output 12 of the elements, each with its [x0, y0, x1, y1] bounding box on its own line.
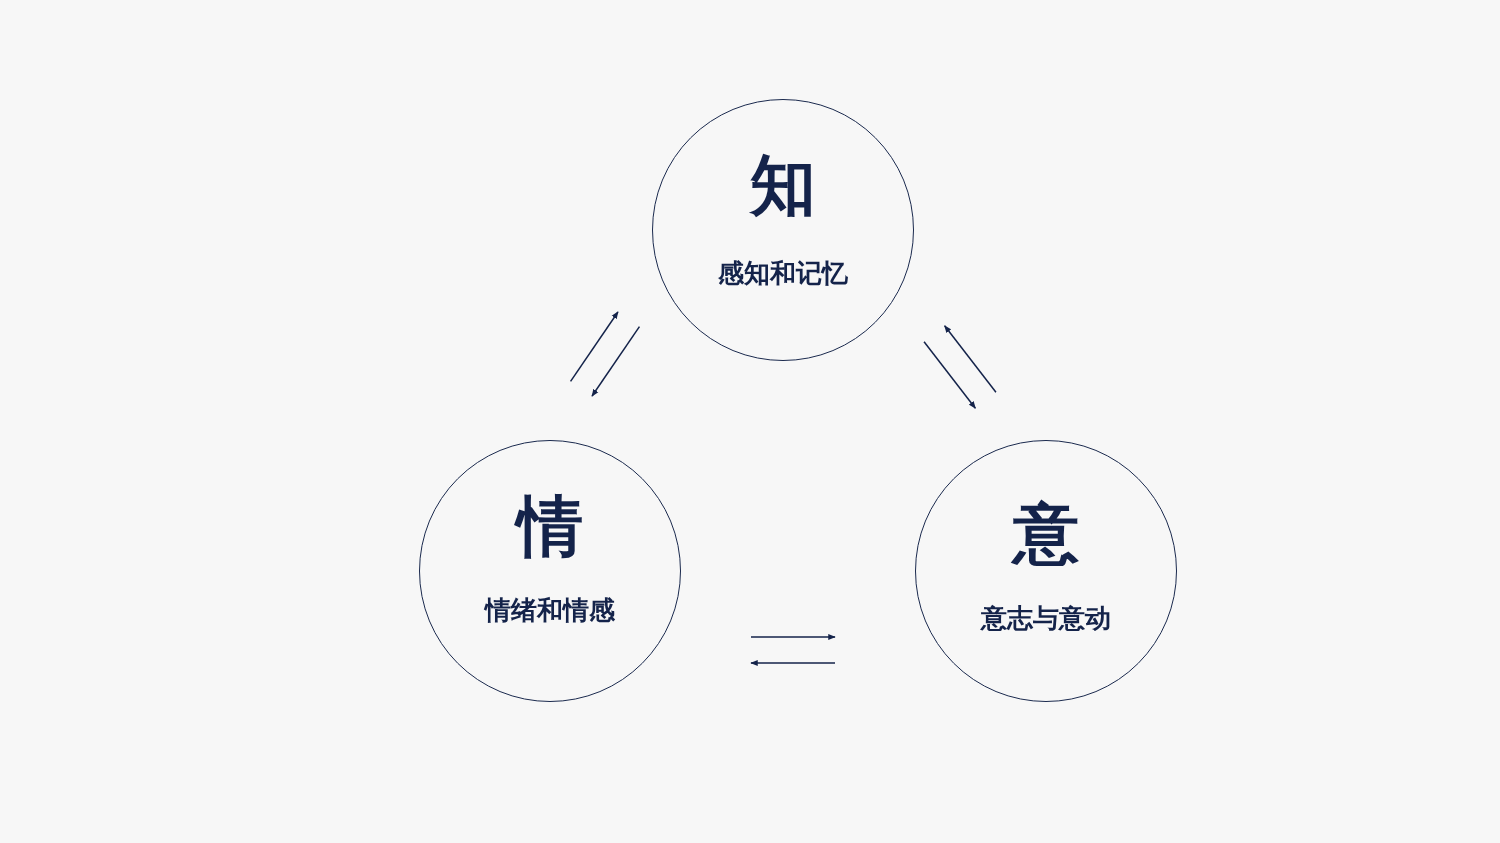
concept-subtitle: 意志与意动	[979, 602, 1112, 635]
arrow	[750, 660, 836, 666]
concept-subtitle: 感知和记忆	[717, 257, 849, 290]
arrow	[750, 634, 836, 640]
arrow	[943, 325, 997, 394]
concept-character: 知	[748, 148, 817, 224]
arrow	[591, 325, 641, 397]
concept-character: 情	[420, 489, 680, 565]
arrow	[923, 340, 977, 409]
arrow	[569, 311, 619, 383]
concept-character: 意	[1010, 496, 1080, 572]
concept-subtitle: 情绪和情感	[483, 594, 616, 627]
